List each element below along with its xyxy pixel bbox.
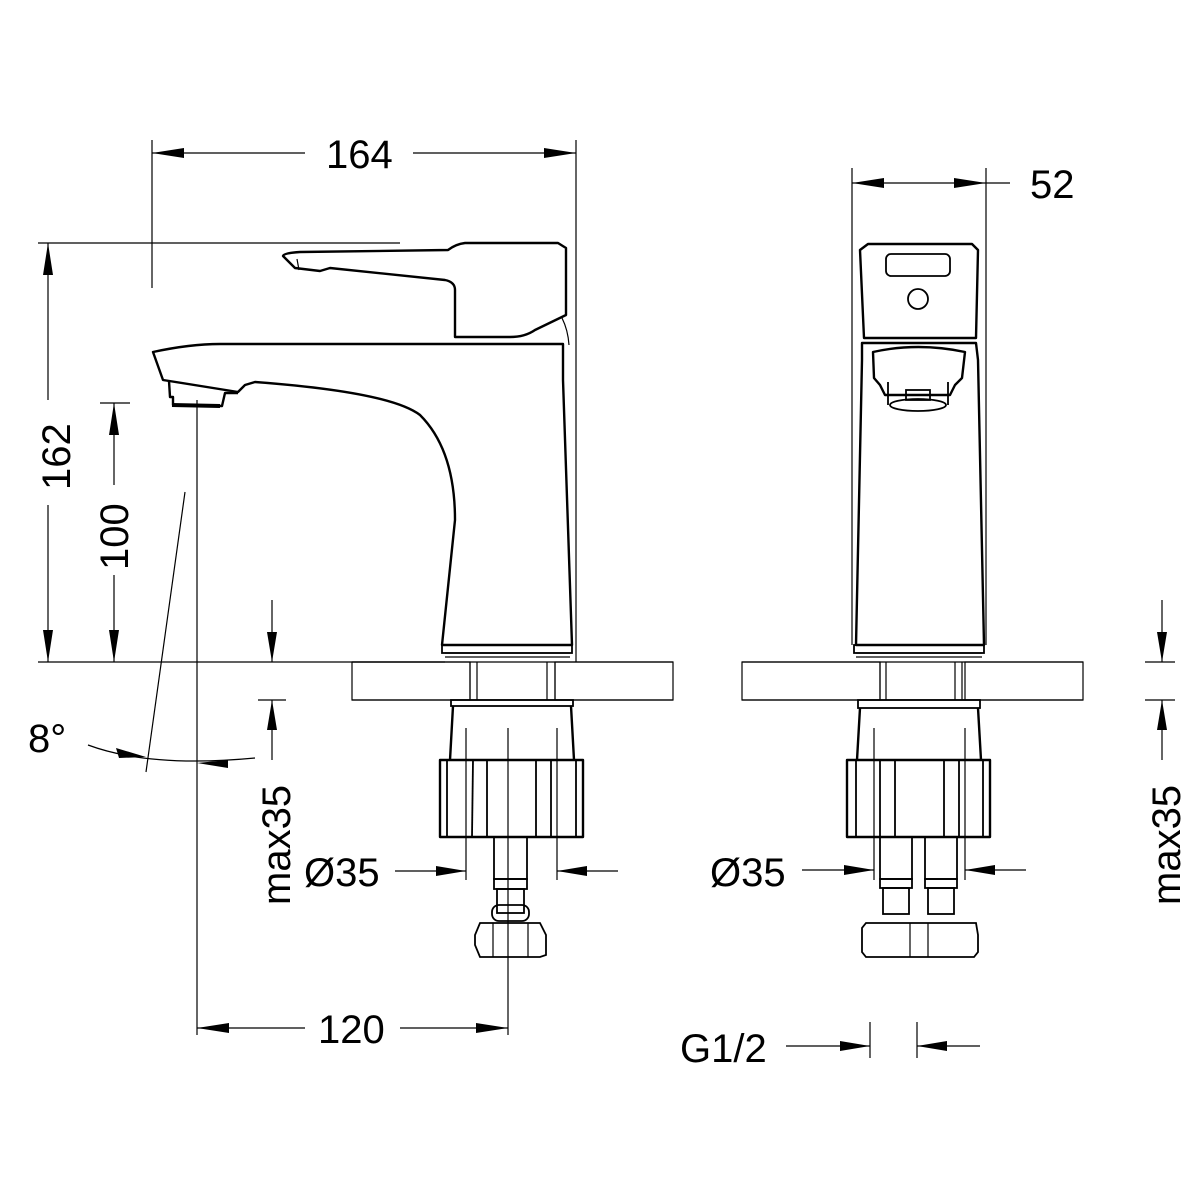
lever-handle — [281, 241, 568, 339]
indicator-dot — [907, 288, 929, 310]
lever-handle-front — [858, 242, 980, 340]
supply-hose — [493, 836, 528, 880]
angle-arc — [87, 744, 256, 762]
faucet-body-front — [853, 242, 986, 658]
side-view: 8° 164 162 100 max35 Ø35 — [28, 133, 674, 1052]
front-view: 52 max35 Ø35 G1/2 — [680, 163, 1189, 1071]
aerator — [167, 380, 238, 408]
height-dimension: 162 — [35, 423, 79, 490]
width-dimension: 52 — [1030, 163, 1075, 207]
length-dimension: 164 — [326, 133, 393, 177]
fixing-nut — [438, 758, 585, 839]
mount-thickness-right: max35 — [1145, 785, 1189, 905]
reach-dimension: 120 — [318, 1008, 385, 1052]
thread-dimension: G1/2 — [680, 1027, 767, 1071]
fixing-assembly-side — [438, 699, 585, 1035]
supply-hose-1 — [879, 836, 913, 880]
fixing-assembly-front — [845, 699, 992, 958]
countertop-section — [351, 661, 674, 701]
spout — [151, 342, 574, 647]
fixing-nut-front — [845, 758, 992, 839]
countertop-section-front — [741, 661, 1084, 701]
angle-label: 8° — [28, 717, 66, 761]
angle-line — [145, 491, 186, 773]
spout-height-dimension: 100 — [93, 503, 137, 570]
supply-hose-2 — [924, 836, 958, 880]
hose-nuts — [861, 922, 979, 958]
faucet-body-side — [151, 241, 574, 658]
aerator-front — [871, 345, 967, 397]
mount-hole-left: Ø35 — [304, 851, 380, 895]
handle-slot — [885, 253, 951, 277]
hose-nut — [474, 922, 547, 958]
base-ring — [441, 644, 573, 654]
mount-hole-right: Ø35 — [710, 851, 786, 895]
mount-thickness-left: max35 — [255, 785, 299, 905]
